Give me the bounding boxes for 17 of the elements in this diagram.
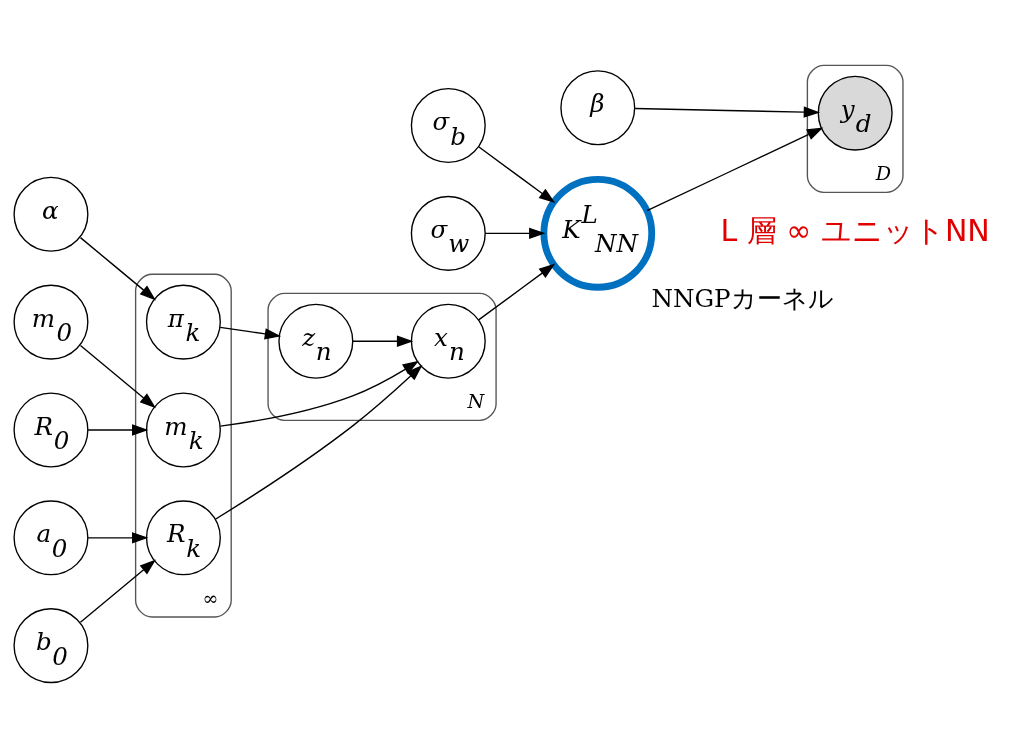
arrow — [477, 263, 556, 321]
arrow — [646, 127, 824, 212]
arrow — [634, 106, 821, 118]
arrow — [214, 364, 423, 520]
arrow — [477, 146, 556, 204]
arrow — [79, 559, 156, 623]
arrow — [87, 532, 149, 544]
arrow — [484, 227, 546, 240]
arrow — [79, 344, 156, 409]
arrow — [79, 236, 156, 301]
node-circle: β — [560, 70, 636, 146]
arrow — [352, 335, 414, 347]
arrow — [219, 326, 282, 340]
arrow — [219, 360, 419, 427]
node-circle: α — [13, 176, 89, 252]
arrow — [87, 424, 149, 436]
label: L 層 ∞ ユニットNN — [720, 212, 990, 248]
